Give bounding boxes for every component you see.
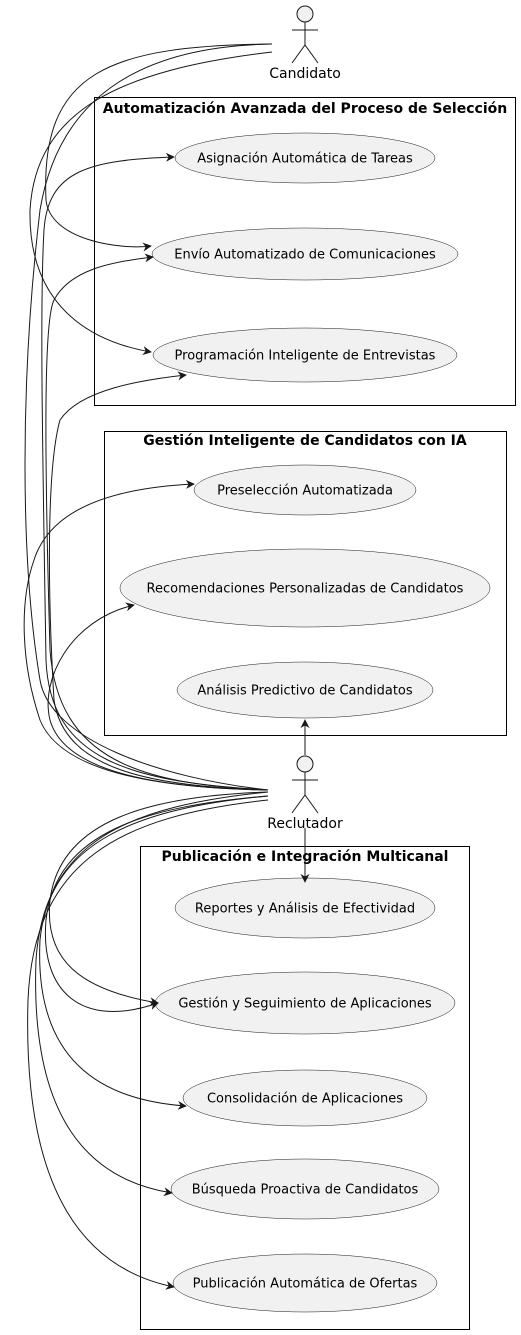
use-case-asignacion-label: Asignación Automática de Tareas [197, 152, 413, 167]
actor-candidato-legs [291, 44, 319, 64]
link-reclutador-consolidacion [39, 795, 269, 1110]
link-reclutador-programacion [48, 371, 269, 791]
actor-reclutador-head [296, 755, 314, 773]
link-candidato-envio [45, 43, 273, 252]
use-case-seguimiento-label: Gestión y Seguimiento de Aplicaciones [178, 997, 432, 1012]
use-case-preseleccion-shape[interactable] [193, 464, 417, 516]
link-candidato-programacion [29, 51, 273, 356]
actor-candidato-head [296, 5, 314, 23]
use-case-recomendaciones[interactable]: Recomendaciones Personalizadas de Candid… [119, 548, 491, 628]
use-case-consolidacion-shape[interactable] [182, 1069, 428, 1127]
package-automatizacion: Automatización Avanzada del Proceso de S… [94, 97, 516, 406]
package-gestion-ia-title: Gestión Inteligente de Candidatos con IA [143, 433, 467, 449]
use-case-preseleccion-label: Preselección Automatizada [217, 484, 393, 499]
use-case-reportes-label: Reportes y Análisis de Efectividad [195, 902, 415, 917]
package-gestion-ia: Gestión Inteligente de Candidatos con IA… [104, 431, 507, 736]
actor-reclutador-label: Reclutador [267, 816, 343, 832]
link-reclutador-preseleccion [23, 479, 269, 791]
link-reclutador-busqueda [35, 791, 269, 1197]
actor-candidato-label: Candidato [269, 66, 341, 82]
actor-candidato[interactable]: Candidato [269, 5, 341, 82]
use-case-programacion[interactable]: Programación Inteligente de Entrevistas [152, 327, 458, 383]
use-case-asignacion[interactable]: Asignación Automática de Tareas [174, 132, 436, 184]
use-case-asignacion-shape[interactable] [174, 132, 436, 184]
links-candidato [24, 43, 273, 791]
link-reclutador-seguimiento [48, 791, 269, 1007]
use-case-analisis[interactable]: Análisis Predictivo de Candidatos [176, 661, 434, 719]
use-case-consolidacion-label: Consolidación de Aplicaciones [207, 1092, 403, 1107]
use-case-programacion-shape[interactable] [152, 327, 458, 383]
use-case-analisis-label: Análisis Predictivo de Candidatos [197, 684, 413, 699]
actor-reclutador[interactable]: Reclutador [267, 755, 343, 832]
link-reclutador-envio [45, 253, 269, 791]
use-case-analisis-shape[interactable] [176, 661, 434, 719]
links-reclutador [23, 152, 310, 1290]
link-candidato-reclutador [24, 43, 273, 791]
use-case-recomendaciones-label: Recomendaciones Personalizadas de Candid… [147, 582, 464, 597]
use-case-envio-label: Envío Automatizado de Comunicaciones [174, 248, 436, 263]
use-case-programacion-label: Programación Inteligente de Entrevistas [175, 349, 436, 364]
use-case-busqueda[interactable]: Búsqueda Proactiva de Candidatos [170, 1158, 440, 1220]
link-reclutador-asignacion [41, 152, 269, 791]
actor-reclutador-legs [291, 794, 319, 814]
use-case-seguimiento[interactable]: Gestión y Seguimiento de Aplicaciones [154, 971, 456, 1035]
use-case-publicacion-ofertas-label: Publicación Automática de Ofertas [193, 1277, 418, 1292]
use-case-busqueda-label: Búsqueda Proactiva de Candidatos [192, 1183, 419, 1198]
package-automatizacion-frame [94, 97, 516, 406]
use-case-publicacion-ofertas[interactable]: Publicación Automática de Ofertas [172, 1253, 438, 1313]
link-reclutador-publicacion-ofertas [27, 799, 269, 1290]
use-case-reportes[interactable]: Reportes y Análisis de Efectividad [174, 877, 436, 939]
use-case-consolidacion[interactable]: Consolidación de Aplicaciones [182, 1069, 428, 1127]
use-case-recomendaciones-shape[interactable] [119, 548, 491, 628]
link-reclutador-recomendaciones [47, 602, 269, 791]
package-automatizacion-title: Automatización Avanzada del Proceso de S… [103, 101, 507, 117]
package-publicacion: Publicación e Integración Multicanal Rep… [140, 846, 470, 1330]
use-case-preseleccion[interactable]: Preselección Automatizada [193, 464, 417, 516]
use-case-envio[interactable]: Envío Automatizado de Comunicaciones [151, 227, 459, 281]
